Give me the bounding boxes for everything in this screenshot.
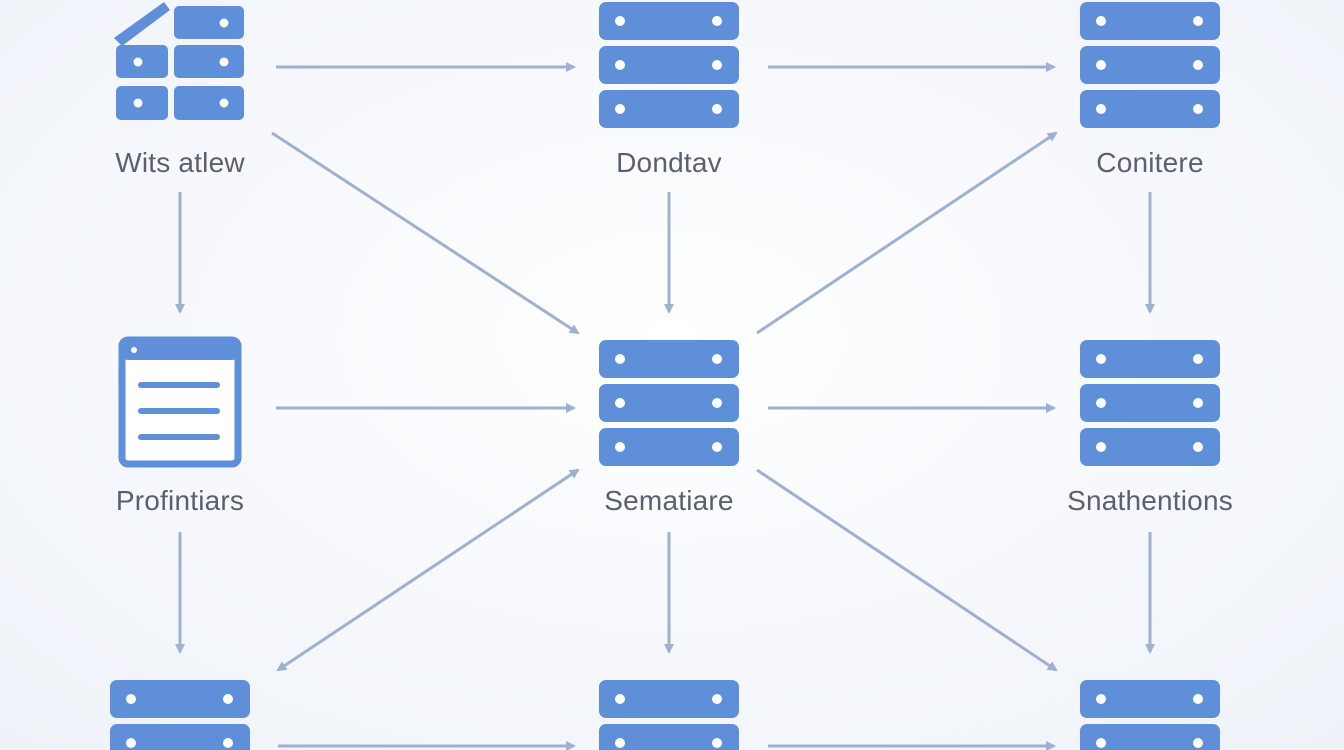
building-icon — [114, 2, 244, 120]
server-icon — [110, 680, 250, 750]
arrow-sematiare-to-bottom-right — [756, 468, 1058, 672]
server-icon — [599, 2, 739, 128]
node-label-profintiars: Profintiars — [115, 485, 245, 516]
server-icon — [599, 680, 739, 750]
node-label-snathentions: Snathentions — [1067, 485, 1233, 516]
node-label-dondtav: Dondtav — [616, 147, 722, 178]
arrow-bidirectional-bottom-left-sematiare — [276, 468, 580, 672]
arrow-wits-to-sematiare — [271, 131, 580, 335]
node-label-conitere: Conitere — [1096, 147, 1204, 178]
node-label-wits-atlew: Wits atlew — [115, 147, 245, 178]
server-icon — [599, 340, 739, 466]
server-icon — [1080, 680, 1220, 750]
server-icon — [1080, 340, 1220, 466]
document-icon — [118, 336, 242, 468]
node-label-sematiare: Sematiare — [604, 485, 734, 516]
server-icon — [1080, 2, 1220, 128]
arrow-sematiare-to-conitere — [756, 131, 1058, 335]
